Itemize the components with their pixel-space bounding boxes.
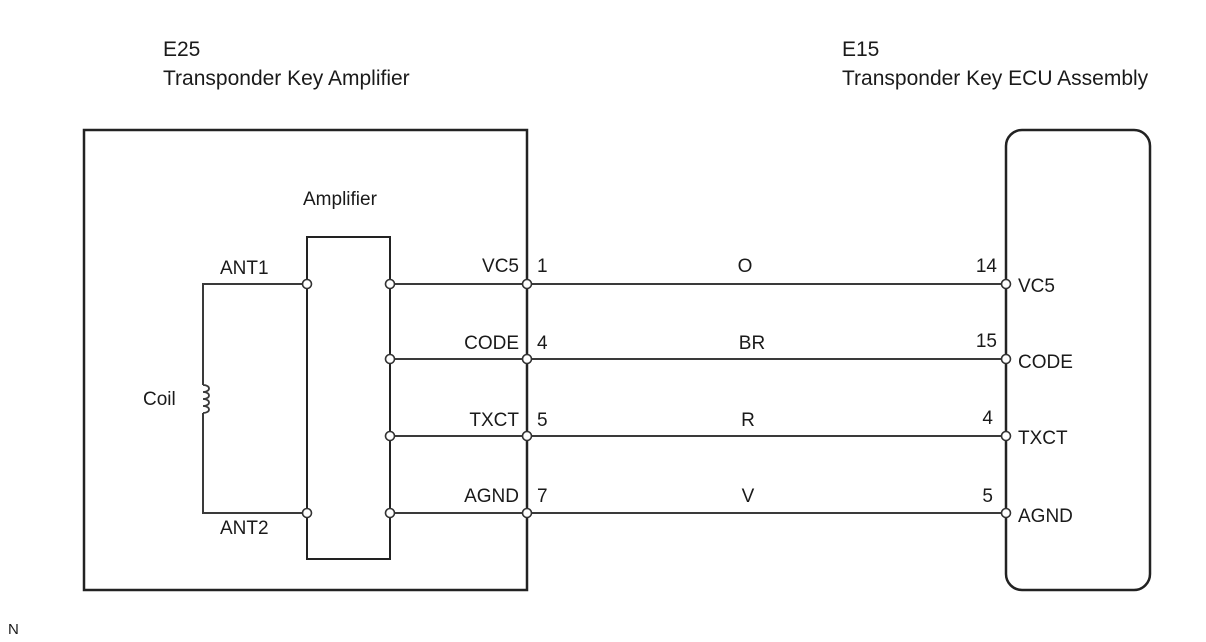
wire-color-code: V [742, 486, 755, 507]
coil-label: Coil [143, 389, 176, 410]
left-signal-name: TXCT [469, 410, 519, 431]
left-component-name: Transponder Key Amplifier [163, 67, 410, 90]
left-pin-number: 4 [537, 333, 548, 354]
right-signal-name: VC5 [1018, 276, 1055, 297]
left-signal-name: CODE [464, 333, 519, 354]
wire-color-code: R [741, 410, 755, 431]
ant1-label: ANT1 [220, 258, 269, 279]
coil-wire-bottom [202, 413, 307, 514]
footer-mark: N [8, 621, 19, 638]
wire-row-code: CODE 4 BR 15 CODE [384, 331, 1073, 373]
right-component-name: Transponder Key ECU Assembly [842, 67, 1149, 90]
left-pin-number: 5 [537, 410, 548, 431]
wire-color-code: O [738, 256, 753, 277]
wire-row-agnd: AGND 7 V 5 AGND [384, 486, 1073, 527]
ant2-label: ANT2 [220, 518, 269, 539]
ant2-terminal [301, 507, 313, 519]
left-pin-number: 1 [537, 256, 548, 277]
amplifier-label: Amplifier [303, 189, 378, 210]
ant1-terminal [301, 278, 313, 290]
right-signal-name: AGND [1018, 506, 1073, 527]
right-pin-number: 14 [976, 256, 998, 277]
left-signal-name: VC5 [482, 256, 519, 277]
right-component-code: E15 [842, 38, 879, 61]
right-signal-name: CODE [1018, 352, 1073, 373]
amplifier-block [306, 236, 391, 560]
right-pin-number: 15 [976, 331, 997, 352]
left-signal-name: AGND [464, 486, 519, 507]
left-component-code: E25 [163, 38, 200, 61]
right-signal-name: TXCT [1018, 428, 1068, 449]
wire-row-vc5: VC5 1 O 14 VC5 [384, 256, 1055, 297]
coil-wire-top [202, 283, 307, 385]
wire-color-code: BR [739, 333, 765, 354]
coil-icon [202, 384, 210, 414]
wire-row-txct: TXCT 5 R 4 TXCT [384, 408, 1068, 449]
right-pin-number: 5 [982, 486, 993, 507]
right-pin-number: 4 [982, 408, 993, 429]
left-pin-number: 7 [537, 486, 548, 507]
